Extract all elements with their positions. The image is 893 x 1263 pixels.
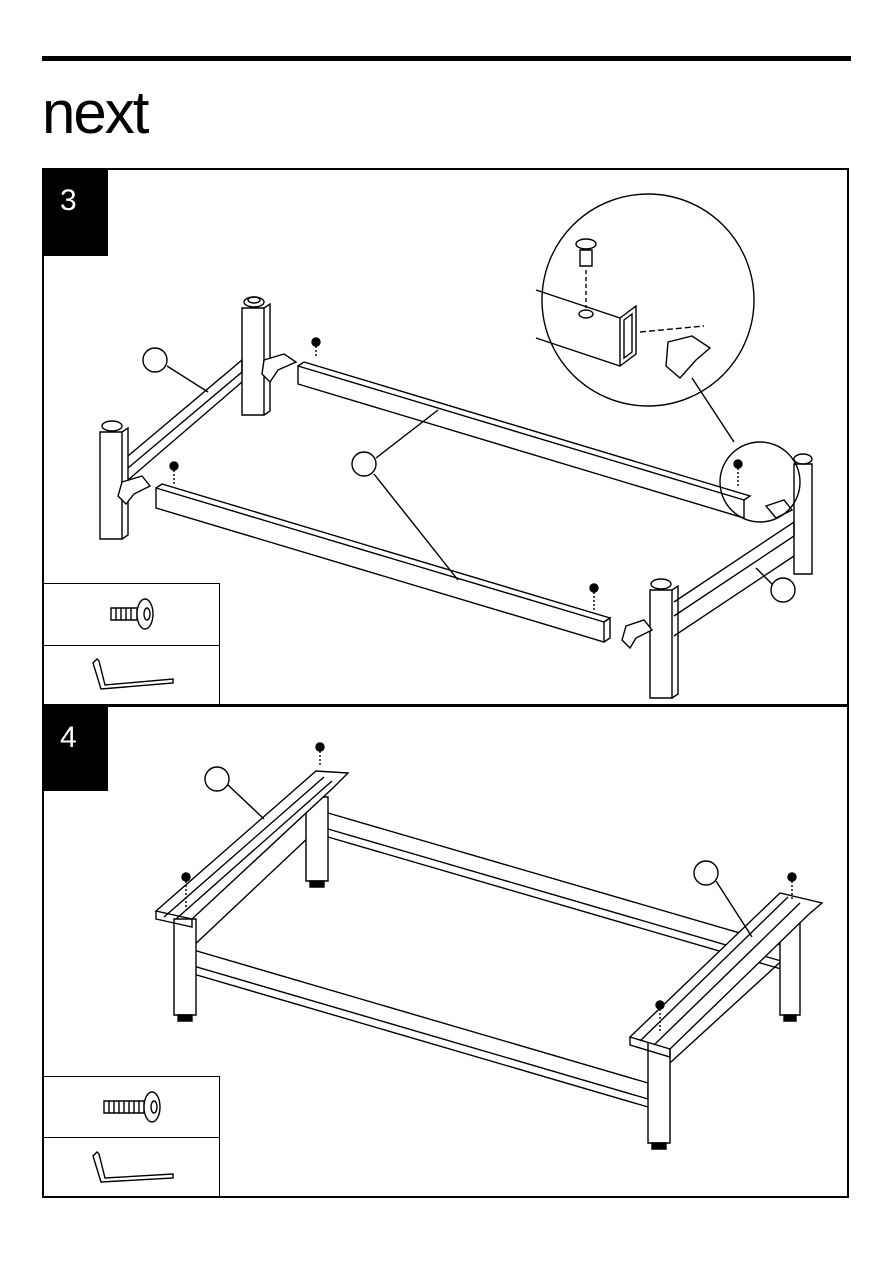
detail-zoom-circle <box>542 194 754 406</box>
allen-key-part-cell <box>44 645 219 706</box>
brand-wordmark: next <box>42 88 150 140</box>
screw-marker <box>590 584 598 610</box>
frame-leg <box>794 454 812 574</box>
frame-leg <box>100 421 128 539</box>
frame-bracket <box>766 500 792 518</box>
frame-side-beam <box>674 522 794 636</box>
screw-icon <box>100 1089 164 1125</box>
next-logo: next <box>42 88 212 140</box>
frame-bracket <box>262 354 296 382</box>
screw-icon <box>107 596 157 632</box>
callout-leader <box>716 881 752 937</box>
frame-leg <box>648 1041 670 1149</box>
screw-marker <box>734 460 742 488</box>
frame-leg <box>650 579 678 698</box>
step-3-panel: 3 <box>42 168 849 706</box>
header-rule <box>42 56 851 61</box>
parts-required-box <box>44 583 220 706</box>
part-callout <box>771 578 795 602</box>
part-callout <box>205 767 229 791</box>
screw-marker <box>312 338 320 356</box>
callout-leader <box>756 568 772 584</box>
frame-bracket <box>622 620 652 648</box>
parts-required-box <box>44 1076 220 1198</box>
screw-part-cell <box>44 1077 219 1137</box>
screw-part-cell <box>44 584 219 645</box>
allen-key-icon <box>87 1148 177 1188</box>
allen-key-part-cell <box>44 1137 219 1197</box>
part-callout <box>694 861 718 885</box>
part-callout <box>143 348 167 372</box>
long-rail <box>156 484 610 642</box>
frame-bracket <box>118 476 150 504</box>
callout-leader <box>228 785 264 819</box>
frame-leg <box>174 919 196 1021</box>
part-callout <box>352 452 376 476</box>
frame <box>190 813 788 1107</box>
allen-key-icon <box>87 655 177 695</box>
detail-leader <box>692 378 734 442</box>
screw-marker <box>316 743 324 767</box>
detail-source-circle <box>720 442 800 522</box>
frame-leg <box>242 297 270 415</box>
step-4-panel: 4 <box>42 705 849 1198</box>
screw-marker <box>170 462 178 486</box>
callout-leader <box>167 366 208 392</box>
